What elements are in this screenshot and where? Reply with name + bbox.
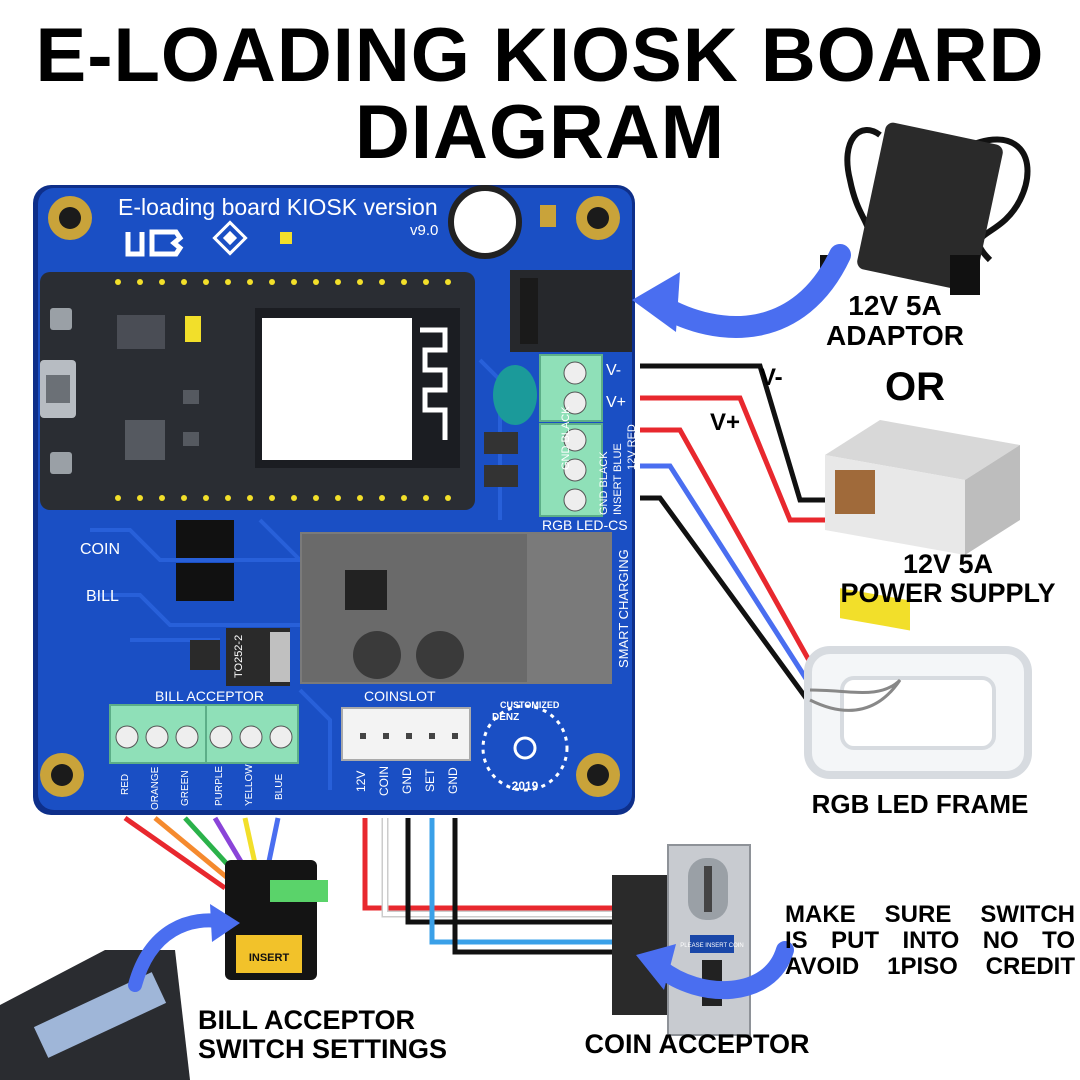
bill-pin-5: YELLOW xyxy=(244,764,255,806)
smart-charging-module xyxy=(300,532,612,684)
arrow-curve-icon xyxy=(649,244,851,338)
buzzer xyxy=(448,185,522,259)
adaptor xyxy=(820,122,1031,295)
terminal-labels-2: GND BLACK xyxy=(598,451,610,515)
adaptor-label: 12V 5A ADAPTOR xyxy=(826,290,964,352)
coin-pin-3: GND xyxy=(400,767,414,794)
coinslot-header-label: COINSLOT xyxy=(364,688,436,704)
rgb-led-frame-label: RGB LED FRAME xyxy=(811,789,1029,819)
power-supply xyxy=(825,420,1020,631)
pcb-board: 2019 xyxy=(33,185,635,815)
bill-pin-1: RED xyxy=(120,773,131,795)
page-title-line2: DIAGRAM xyxy=(354,90,726,175)
coin-pin-1: 12V xyxy=(354,770,368,792)
or-label: OR xyxy=(885,365,945,409)
coin-slot-text: PLEASE INSERT COIN xyxy=(680,943,743,949)
ub-logo xyxy=(125,229,184,257)
inductor xyxy=(493,365,537,425)
bill-pin-4: PURPLE xyxy=(214,765,225,806)
bill-acceptor-wires xyxy=(123,815,281,891)
page-title: E-LOADING KIOSK BOARD xyxy=(35,13,1045,98)
coinslot-wires xyxy=(362,818,620,955)
bill-switch-label: BILL ACCEPTOR SWITCH SETTINGS xyxy=(198,1005,447,1065)
wire-rgb-black xyxy=(640,495,809,700)
wire-v-plus-label: V+ xyxy=(710,409,741,436)
power-supply-label: 12V 5A POWER SUPPLY xyxy=(840,549,1056,609)
bill-label: BILL xyxy=(86,588,119,605)
board-name: E-loading board KIOSK version xyxy=(118,194,438,220)
bill-pin-6: BLUE xyxy=(274,773,285,800)
wire-rgb-red xyxy=(640,427,823,682)
coin-acceptor-label: COIN ACCEPTOR xyxy=(584,1029,810,1059)
coin-pin-4: SET xyxy=(423,768,437,792)
wire-v-minus-label: V- xyxy=(760,364,783,391)
bill-acceptor: INSERT xyxy=(225,860,328,980)
terminal-v-minus: V- xyxy=(606,362,622,379)
terminal-labels: GND BLACK xyxy=(560,340,572,470)
regulator-label: TO252-2 xyxy=(233,634,245,678)
opto-coin xyxy=(176,520,234,558)
bill-pin-2: ORANGE xyxy=(150,766,161,810)
power-terminal-block xyxy=(539,354,603,517)
mounting-holes xyxy=(40,196,620,797)
opto-bill xyxy=(176,563,234,601)
coin-switch-note: MAKE SURE SWITCH IS PUT INTO NO TO AVOID… xyxy=(785,901,1075,980)
wire-rgb-blue xyxy=(640,463,815,690)
label-gnd-black: GND BLACK xyxy=(560,406,572,470)
coin-label: COIN xyxy=(80,541,120,558)
coin-pin-5: GND xyxy=(446,767,460,794)
terminal-12v-red: 12V RED xyxy=(626,424,638,470)
coin-acceptor: PLEASE INSERT COIN xyxy=(612,844,751,1036)
smart-charging-label: SMART CHARGING xyxy=(616,549,631,668)
board-version: v9.0 xyxy=(410,222,439,239)
denz-badge xyxy=(481,704,569,792)
terminal-v-plus: V+ xyxy=(606,394,627,411)
bill-switch-photo xyxy=(0,950,190,1080)
badge-top: CUSTOMIZED xyxy=(500,700,560,710)
esp-module xyxy=(40,272,475,510)
badge-left: DENZ xyxy=(492,712,520,723)
bill-pin-3: GREEN xyxy=(180,770,191,806)
badge-year: 2019 xyxy=(512,779,539,793)
rgb-led-frame xyxy=(804,646,1032,779)
bill-slot-text: INSERT xyxy=(249,952,290,964)
bill-acceptor-terminal xyxy=(109,704,299,764)
bill-acceptor-header: BILL ACCEPTOR xyxy=(155,688,264,704)
rgb-block-label: RGB LED-CS xyxy=(542,517,628,533)
coin-pin-2: COIN xyxy=(377,766,391,796)
coin-note-arrow-icon xyxy=(651,941,794,1000)
terminal-insert-blue: INSERT BLUE xyxy=(612,443,624,515)
